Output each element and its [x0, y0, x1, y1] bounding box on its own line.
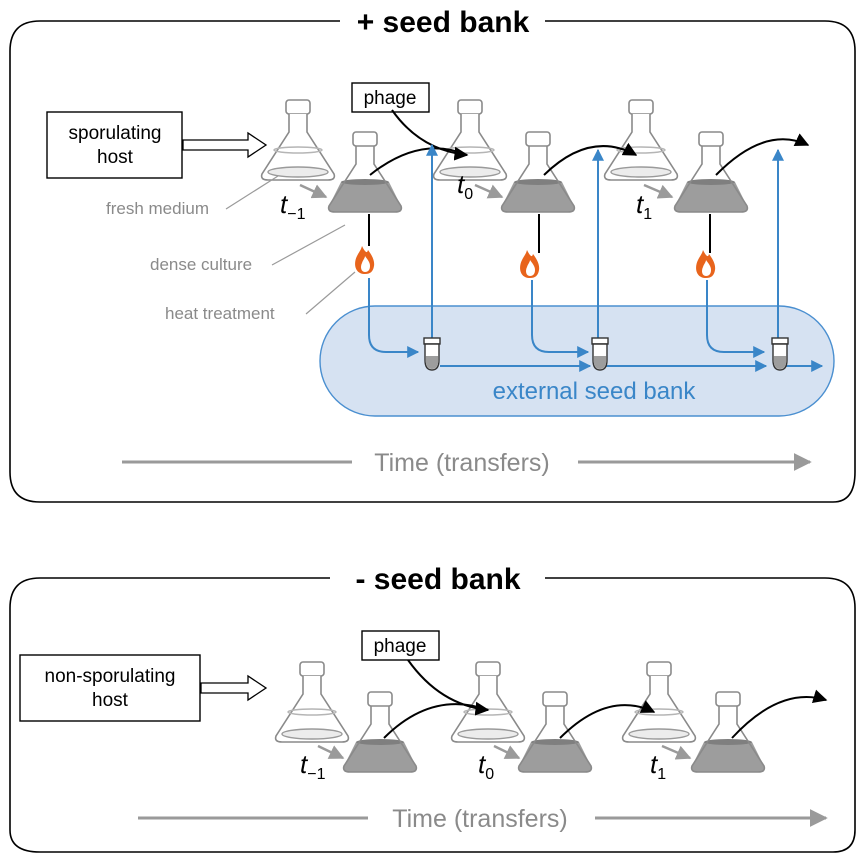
bottom-panel: - seed bank non-sporulating host phage t… [9, 563, 856, 853]
dense-culture-leader [271, 224, 346, 266]
host-label-line2: host [92, 690, 129, 711]
heat-treatment-leader [305, 271, 356, 315]
seed-bank-label: external seed bank [493, 378, 697, 405]
top-panel-title: + seed bank [357, 6, 530, 39]
tube-icon [423, 337, 441, 371]
host-label-line2: host [97, 147, 134, 168]
phage-box [361, 630, 440, 661]
host-box [19, 654, 201, 722]
dense-flask-t0 [517, 691, 593, 773]
phage-arrow [407, 659, 490, 716]
phage-arrow [731, 689, 828, 739]
flame-icon [696, 250, 716, 278]
seed-bank-flow [531, 280, 590, 358]
t-label-t1: t1 [650, 749, 666, 783]
bottom-panel-title: - seed bank [355, 563, 520, 596]
dense-flask-t0 [500, 131, 576, 213]
host-label-line1: non-sporulating [45, 666, 176, 687]
phage-arrow [391, 109, 469, 161]
host-label-line1: sporulating [69, 123, 162, 144]
t-label-t-1: t−1 [300, 749, 326, 783]
phage-arrow [559, 700, 656, 739]
bottom-panel-frame [9, 577, 856, 853]
phage-arrow [715, 133, 810, 176]
fresh-medium-label: fresh medium [106, 199, 209, 218]
transfer-arrow [474, 183, 504, 199]
t-label-t-1: t−1 [280, 189, 306, 223]
seed-bank-region [319, 305, 835, 417]
top-panel-frame [9, 20, 856, 503]
flame-icon [520, 250, 540, 278]
time-axis-label: Time (transfers) [374, 449, 549, 477]
flame-icon [355, 246, 375, 274]
time-axis-label: Time (transfers) [392, 805, 567, 833]
fresh-medium-leader [225, 175, 279, 210]
fresh-flask-t0 [432, 99, 508, 181]
transfer-arrow [661, 744, 692, 760]
dense-flask-t-1 [342, 691, 418, 773]
seed-bank-flow [368, 278, 420, 358]
dense-culture-label: dense culture [150, 255, 252, 274]
fresh-flask-t0 [450, 661, 526, 743]
phage-label: phage [374, 636, 427, 657]
fresh-flask-t-1 [260, 99, 336, 181]
phage-box [351, 82, 430, 113]
t-label-t1: t1 [636, 189, 652, 223]
host-inflow-arrow [182, 131, 268, 159]
transfer-arrow [317, 744, 345, 760]
dense-flask-t1 [690, 691, 766, 773]
t-label-t0: t0 [457, 169, 473, 203]
tube-icon [591, 337, 609, 371]
host-inflow-arrow [200, 674, 268, 702]
fresh-flask-t1 [603, 99, 679, 181]
phage-arrow [543, 142, 638, 176]
fresh-flask-t-1 [274, 661, 350, 743]
phage-curve [369, 147, 468, 176]
host-box [46, 111, 183, 179]
phage-label: phage [364, 88, 417, 109]
dense-flask-t-1 [327, 131, 403, 213]
phage-curve [383, 703, 489, 739]
dense-flask-t1 [673, 131, 749, 213]
heat-treatment-label: heat treatment [165, 304, 275, 323]
transfer-arrow [643, 183, 674, 199]
tube-icon [771, 337, 789, 371]
fresh-flask-t1 [621, 661, 697, 743]
top-panel: + seed bank external seed bank sporulati… [9, 6, 856, 503]
t-label-t0: t0 [478, 749, 494, 783]
seed-bank-flow [706, 280, 766, 358]
transfer-arrow [299, 183, 328, 199]
transfer-arrow [493, 744, 521, 760]
